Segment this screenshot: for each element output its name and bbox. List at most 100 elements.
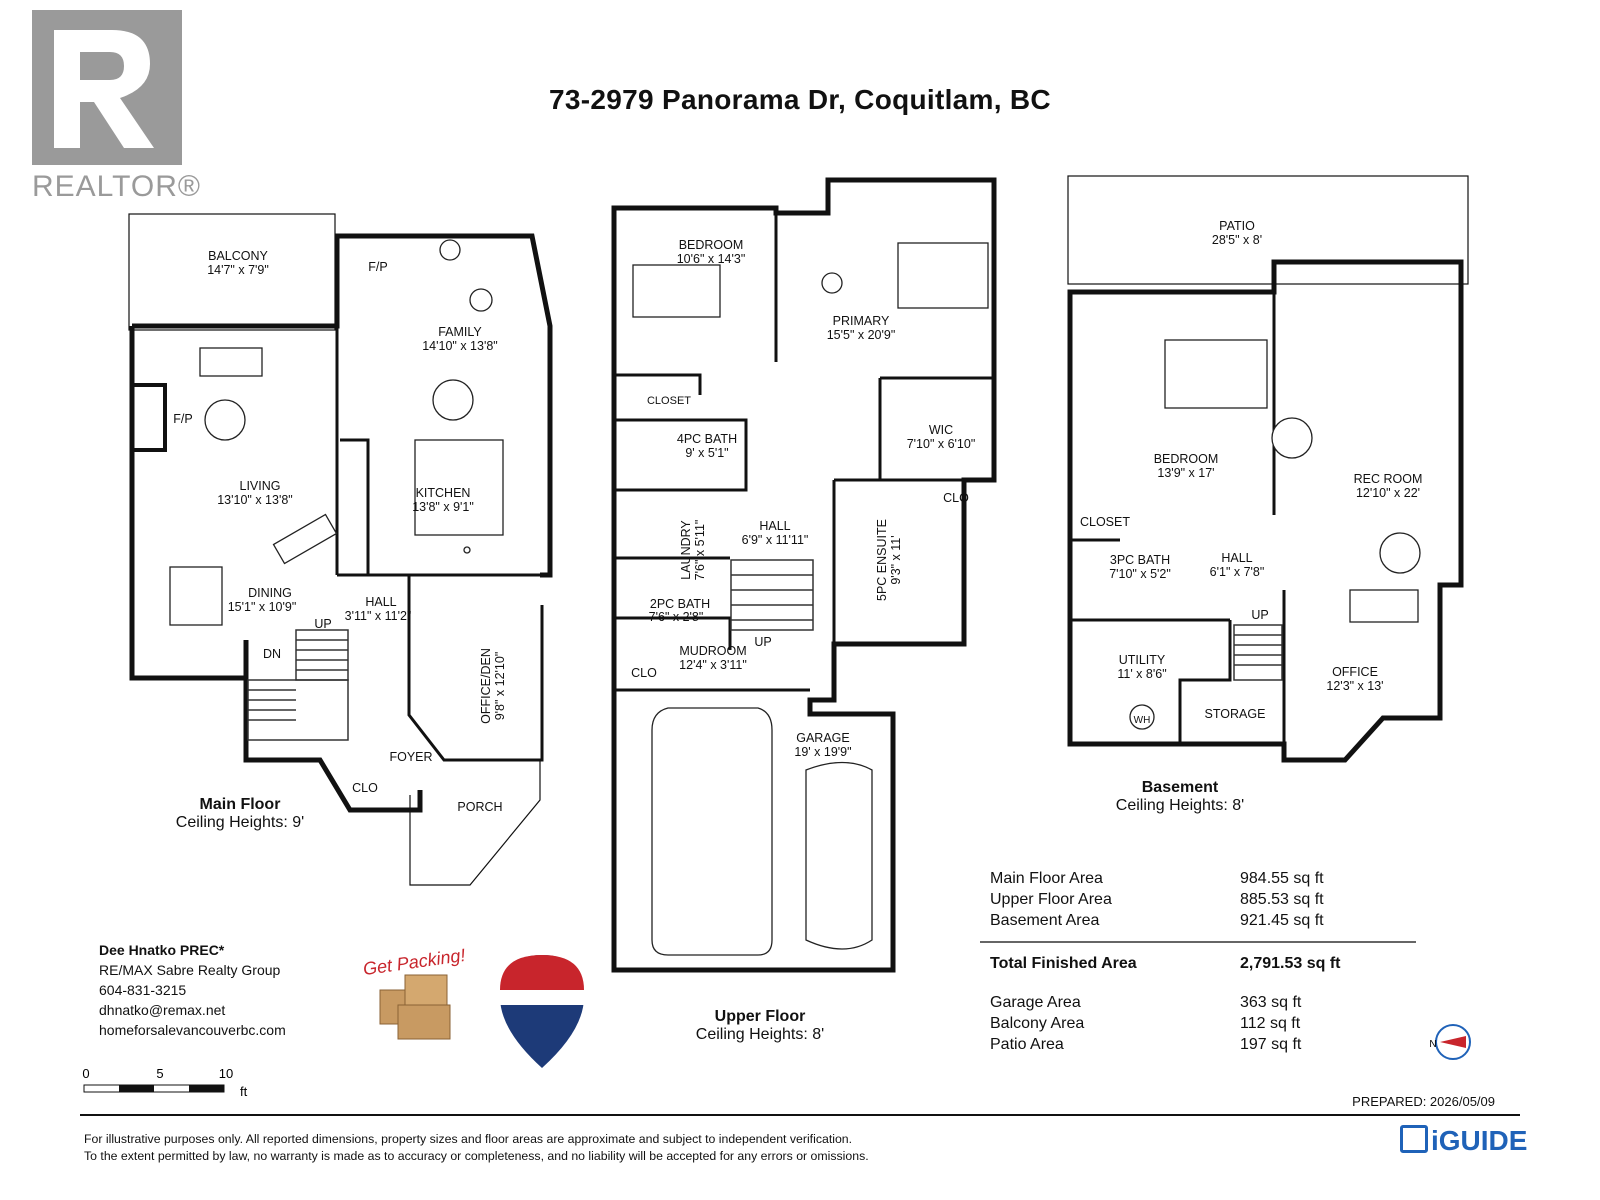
area-total-row: Total Finished Area 2,791.53 sq ft [990,953,1430,974]
iguide-logo[interactable]: iGUIDE [1400,1125,1527,1157]
room-dining: DINING [248,586,292,600]
agent-name: Dee Hnatko PREC* [99,942,225,958]
area-value: 984.55 sq ft [1240,870,1324,887]
agent-website[interactable]: homeforsalevancouverbc.com [99,1022,286,1038]
area-total-value: 2,791.53 sq ft [1240,955,1341,972]
room-4pc-bath-dims: 9' x 5'1" [685,446,728,460]
disclaimer: For illustrative purposes only. All repo… [84,1131,869,1165]
label-closet-upper: CLOSET [647,395,691,407]
room-wic-dims: 7'10" x 6'10" [907,437,976,451]
scale-label-10: 10 [219,1066,233,1081]
room-patio-dims: 28'5" x 8' [1212,233,1262,247]
room-5pc-ensuite: 5PC ENSUITE [875,519,889,601]
room-kitchen: KITCHEN [416,486,471,500]
label-foyer: FOYER [389,750,432,764]
room-utility: UTILITY [1119,653,1166,667]
room-5pc-ensuite-dims: 9'3" x 11' [889,535,903,584]
room-hall-basement: HALL [1221,551,1252,565]
area-row: Patio Area 197 sq ft [990,1034,1430,1055]
main-floor-caption: Main Floor Ceiling Heights: 9' [140,796,340,832]
scale-unit: ft [240,1084,248,1099]
main-floor-name: Main Floor [199,796,281,813]
agent-company: RE/MAX Sabre Realty Group [99,962,281,978]
room-dining-dims: 15'1" x 10'9" [228,600,297,614]
room-wic: WIC [929,423,953,437]
area-value: 112 sq ft [1240,1015,1301,1032]
basement-caption: Basement Ceiling Heights: 8' [1080,779,1280,815]
moving-boxes-icon: Get Packing! [362,945,467,1040]
label-up-upper: UP [754,635,771,649]
room-office-basement-dims: 12'3" x 13' [1326,679,1383,693]
area-label: Garage Area [990,994,1081,1011]
area-value: 921.45 sq ft [1240,912,1324,929]
upper-floor-ceiling: Ceiling Heights: 8' [695,1026,825,1043]
room-mudroom: MUDROOM [679,644,746,658]
room-laundry-dims: 7'6" x 5'11" [693,520,707,581]
room-balcony: BALCONY [208,249,268,263]
room-office-den: OFFICE/DEN [479,648,493,724]
room-family-dims: 14'10" x 13'8" [422,339,498,353]
room-garage: GARAGE [796,731,850,745]
upper-floor-name: Upper Floor [714,1008,806,1025]
scale-bar: 0 5 10 ft [82,1066,247,1099]
room-family: FAMILY [438,325,482,339]
room-living: LIVING [240,479,281,493]
scale-label-0: 0 [82,1066,89,1081]
basement-name: Basement [1141,779,1219,796]
area-divider [980,941,1416,943]
label-dn: DN [263,647,281,661]
room-office-den-dims: 9'8" x 12'10" [493,652,507,721]
main-floor-ceiling: Ceiling Heights: 9' [175,814,305,831]
upper-floor-walls [611,177,997,973]
area-table: Main Floor Area 984.55 sq ft Upper Floor … [980,868,1430,1055]
realtor-logo: REALTOR® [32,10,207,210]
agent-phone[interactable]: 604-831-3215 [99,982,187,998]
area-value: 363 sq ft [1240,994,1302,1011]
room-rec-room-dims: 12'10" x 22' [1356,486,1420,500]
label-clo-upper-2: CLO [631,666,657,680]
area-label: Basement Area [990,912,1100,929]
area-value: 885.53 sq ft [1240,891,1324,908]
agent-info: Dee Hnatko PREC* RE/MAX Sabre Realty Gro… [99,940,286,1040]
room-laundry: LAUNDRY [679,520,693,580]
patio-outline [1067,175,1469,285]
main-floor-walls [129,326,246,681]
room-3pc-bath: 3PC BATH [1110,553,1170,567]
basement-ceiling: Ceiling Heights: 8' [1115,797,1245,814]
room-utility-dims: 11' x 8'6" [1117,667,1166,681]
room-primary: PRIMARY [833,314,890,328]
label-fp-2: F/P [173,412,192,426]
area-label: Upper Floor Area [990,891,1112,908]
room-bedroom-upper-dims: 10'6" x 14'3" [677,252,746,266]
room-hall-upper-dims: 6'9" x 11'11" [742,533,809,547]
room-3pc-bath-dims: 7'10" x 5'2" [1109,567,1171,581]
area-total-label: Total Finished Area [990,955,1137,972]
area-row: Garage Area 363 sq ft [990,992,1430,1013]
label-closet-basement: CLOSET [1080,515,1130,529]
area-row: Basement Area 921.45 sq ft [990,910,1430,931]
agent-email[interactable]: dhnatko@remax.net [99,1002,226,1018]
basement-walls [1067,259,1464,763]
remax-balloon-icon [500,955,584,1068]
room-primary-dims: 15'5" x 20'9" [827,328,896,342]
room-mudroom-dims: 12'4" x 3'11" [679,658,747,672]
area-label: Patio Area [990,1036,1064,1053]
room-hall: HALL [365,595,396,609]
room-hall-dims: 3'11" x 11'2" [345,609,412,623]
room-living-dims: 13'10" x 13'8" [217,493,293,507]
area-label: Main Floor Area [990,870,1103,887]
furniture [169,239,1421,956]
room-bedroom-basement: BEDROOM [1154,452,1219,466]
label-water-heater: WH [1134,715,1151,726]
compass-icon: N [1429,1024,1471,1060]
scale-label-5: 5 [156,1066,163,1081]
iguide-text: iGUIDE [1431,1125,1528,1156]
label-porch: PORCH [457,800,502,814]
area-row: Main Floor Area 984.55 sq ft [990,868,1430,889]
room-garage-dims: 19' x 19'9" [794,745,851,759]
realtor-logo-text: REALTOR® [32,170,202,203]
compass-label: N [1429,1039,1436,1050]
area-value: 197 sq ft [1240,1036,1302,1053]
